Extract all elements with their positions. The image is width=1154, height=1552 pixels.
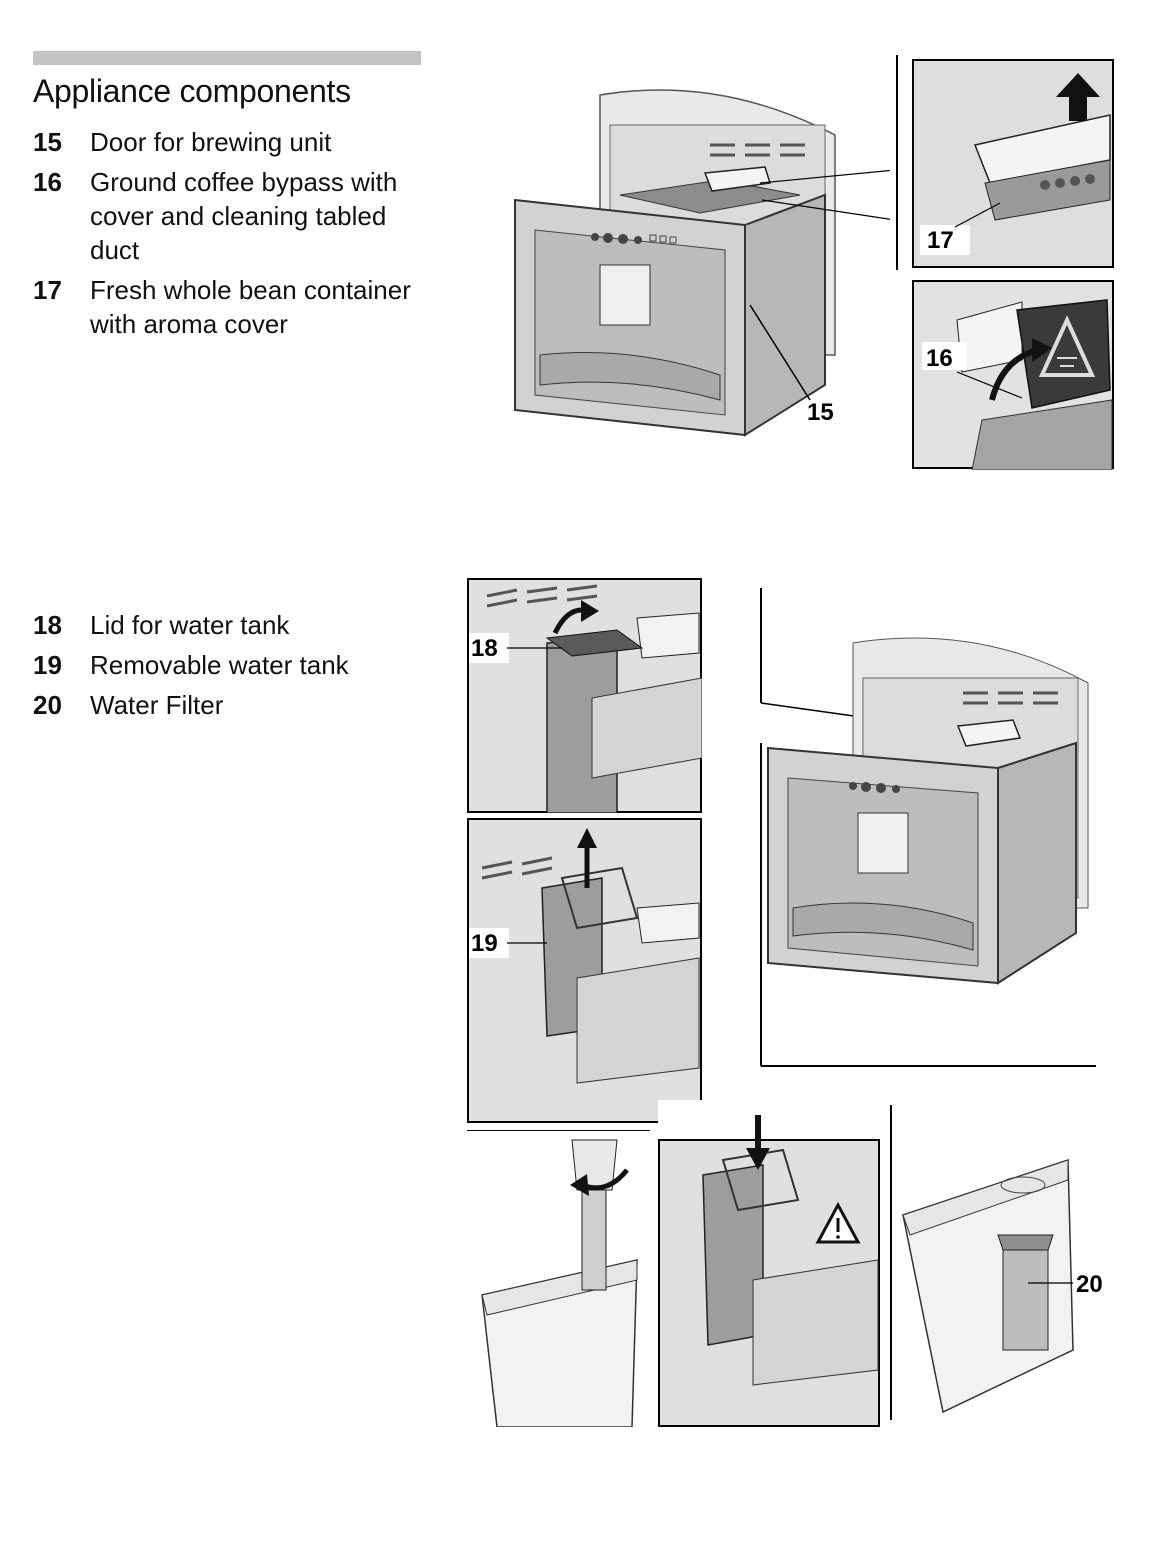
- callout-16: 16: [926, 345, 953, 372]
- detail-17-illustration: 17: [895, 55, 1115, 270]
- machine-overview-illustration: [758, 588, 1098, 1070]
- appliance-illustration: 15: [480, 55, 890, 470]
- curved-arrow-icon: [552, 600, 599, 635]
- up-arrow-icon: [577, 828, 597, 888]
- tank-with-filter-illustration: 20: [888, 1100, 1118, 1420]
- detail-19-illustration: 19: [467, 818, 702, 1123]
- curved-arrow-icon: [989, 338, 1052, 401]
- section-title: Appliance components: [33, 73, 351, 109]
- callout-19: 19: [471, 930, 498, 957]
- section-rule: [33, 51, 421, 65]
- warning-triangle-icon: [815, 1201, 861, 1244]
- filter-insert-illustration: [467, 1130, 650, 1427]
- rotate-arrow-icon: [570, 1168, 629, 1196]
- up-arrow-icon: [1056, 73, 1100, 121]
- tank-insert-illustration: [658, 1100, 880, 1427]
- down-arrow-icon: [746, 1115, 770, 1170]
- warning-triangle-icon: [1038, 315, 1096, 377]
- detail-16-illustration: 16: [912, 280, 1115, 470]
- detail-18-illustration: 18: [467, 578, 702, 813]
- callout-18: 18: [471, 635, 498, 662]
- callout-20: 20: [1076, 1271, 1103, 1298]
- callout-17: 17: [927, 227, 954, 254]
- callout-15: 15: [807, 399, 834, 426]
